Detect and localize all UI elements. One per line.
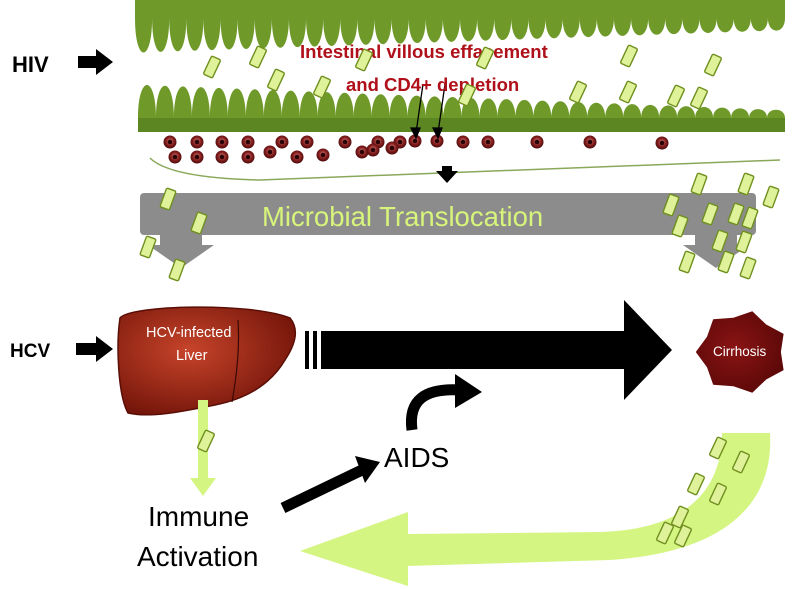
microbe-rod-icon xyxy=(704,53,722,77)
microbe-rod-icon xyxy=(690,172,708,196)
microbe-rod-icon xyxy=(159,187,177,211)
cd4-cell-nucleus xyxy=(412,138,418,144)
microbe-rod-icon xyxy=(620,44,638,68)
microbe-rod-icon xyxy=(671,214,689,238)
cd4-cell-nucleus xyxy=(434,138,440,144)
aids-curved-arrowhead xyxy=(455,374,482,408)
cd4-cell-nucleus xyxy=(245,154,251,160)
microbe-rod-icon xyxy=(313,75,331,99)
cd4-cell-nucleus xyxy=(219,139,225,145)
microbe-rod-icon xyxy=(735,230,753,254)
microbe-rod-icon xyxy=(701,202,719,226)
liver-icon xyxy=(117,306,297,416)
liver-label-line1: HCV-infected xyxy=(146,325,231,341)
hiv-label: HIV xyxy=(12,52,49,77)
microbe-rod-icon xyxy=(709,482,727,506)
microbe-rod-icon xyxy=(662,193,680,217)
immune-activation-line2: Activation xyxy=(137,541,258,572)
microbe-rod-icon xyxy=(671,505,689,529)
microbial-translocation-bar xyxy=(140,193,756,268)
microbe-rod-icon xyxy=(678,250,696,274)
microbe-rod-icon xyxy=(727,202,745,226)
cd4-cell-cluster xyxy=(163,134,669,164)
cd4-cell-nucleus xyxy=(219,154,225,160)
liver-label-line2: Liver xyxy=(176,348,208,364)
cirrhosis-to-immune-return-arrow xyxy=(300,433,771,586)
cd4-cell-nucleus xyxy=(172,154,178,160)
microbe-rod-icon xyxy=(619,80,637,104)
hcv-label: HCV xyxy=(10,341,50,362)
cd4-cell-nucleus xyxy=(267,149,273,155)
upper-villi-shape xyxy=(135,0,785,53)
microbe-rod-icon xyxy=(690,86,708,110)
hiv-arrow xyxy=(78,49,113,75)
villous-effacement-heading-line2: and CD4+ depletion xyxy=(346,74,519,95)
villous-effacement-heading-line1: Intestinal villous effacement xyxy=(300,41,548,62)
microbe-rod-icon xyxy=(476,46,494,70)
cd4-cell-nucleus xyxy=(534,139,540,145)
fibrosis-progression-arrow xyxy=(305,300,672,400)
microbe-rod-icon xyxy=(355,48,373,72)
microbe-rod-icon xyxy=(709,436,727,460)
microbe-rod-icon xyxy=(687,472,705,496)
immune-to-aids-arrow xyxy=(280,456,380,513)
cd4-cell-nucleus xyxy=(194,154,200,160)
hcv-arrow xyxy=(76,336,113,362)
cd4-cell-nucleus xyxy=(304,139,310,145)
microbe-rod-icon xyxy=(458,83,476,107)
microbe-rod-icon xyxy=(197,429,215,453)
cd4-cell-nucleus xyxy=(587,139,593,145)
microbe-rod-icon xyxy=(737,172,755,196)
microbe-rod-icon xyxy=(569,80,587,104)
cd4-cell-nucleus xyxy=(294,154,300,160)
villi-base-layer xyxy=(138,118,785,132)
microbe-rod-icon xyxy=(656,521,674,545)
cd4-cell-nucleus xyxy=(279,139,285,145)
microbe-rod-icon xyxy=(267,68,285,92)
microbe-rod-icon xyxy=(711,229,729,253)
lower-villi-band xyxy=(138,85,785,132)
microbe-rod-icon xyxy=(190,211,208,235)
cd4-cell-nucleus xyxy=(194,139,200,145)
cd4-cell-nucleus xyxy=(320,152,326,158)
cirrhotic-nodule-icon xyxy=(695,311,784,393)
microbe-rod-icon xyxy=(739,256,757,280)
microbe-rod-icon xyxy=(139,235,157,259)
cd4-cell-nucleus xyxy=(485,139,491,145)
microbial-translocation-label: Microbial Translocation xyxy=(262,201,543,232)
microbe-rod-icon xyxy=(732,450,750,474)
microbe-rod-icon xyxy=(667,84,685,108)
cirrhosis-label: Cirrhosis xyxy=(713,344,767,359)
cd4-pointer-arrows xyxy=(409,83,446,140)
cd4-cell-nucleus xyxy=(375,139,381,145)
microbe-rod-icon xyxy=(168,258,186,282)
down-arrow-small xyxy=(436,166,458,183)
aids-curved-arrow xyxy=(405,384,461,431)
cd4-cell-nucleus xyxy=(167,139,173,145)
microbe-rod-cluster xyxy=(139,44,780,548)
microbe-rod-icon xyxy=(203,55,221,79)
lamina-propria-boundary xyxy=(149,157,781,181)
cd4-cell-nucleus xyxy=(397,139,403,145)
cd4-cell-nucleus xyxy=(460,139,466,145)
cd4-cell-nucleus xyxy=(359,149,365,155)
microbe-rod-icon xyxy=(762,185,780,209)
cd4-cell-nucleus xyxy=(342,139,348,145)
cd4-cell-nucleus xyxy=(389,145,395,151)
cd4-cell-nucleus xyxy=(659,140,665,146)
upper-villi-band xyxy=(135,0,785,53)
microbe-rod-icon xyxy=(741,206,759,230)
cd4-cell-nucleus xyxy=(245,139,251,145)
cd4-cell-nucleus xyxy=(370,147,376,153)
microbe-rod-icon xyxy=(717,250,735,274)
microbe-rod-icon xyxy=(674,524,692,548)
microbe-rod-icon xyxy=(249,45,267,69)
immune-activation-line1: Immune xyxy=(148,501,249,532)
aids-label: AIDS xyxy=(384,442,449,473)
